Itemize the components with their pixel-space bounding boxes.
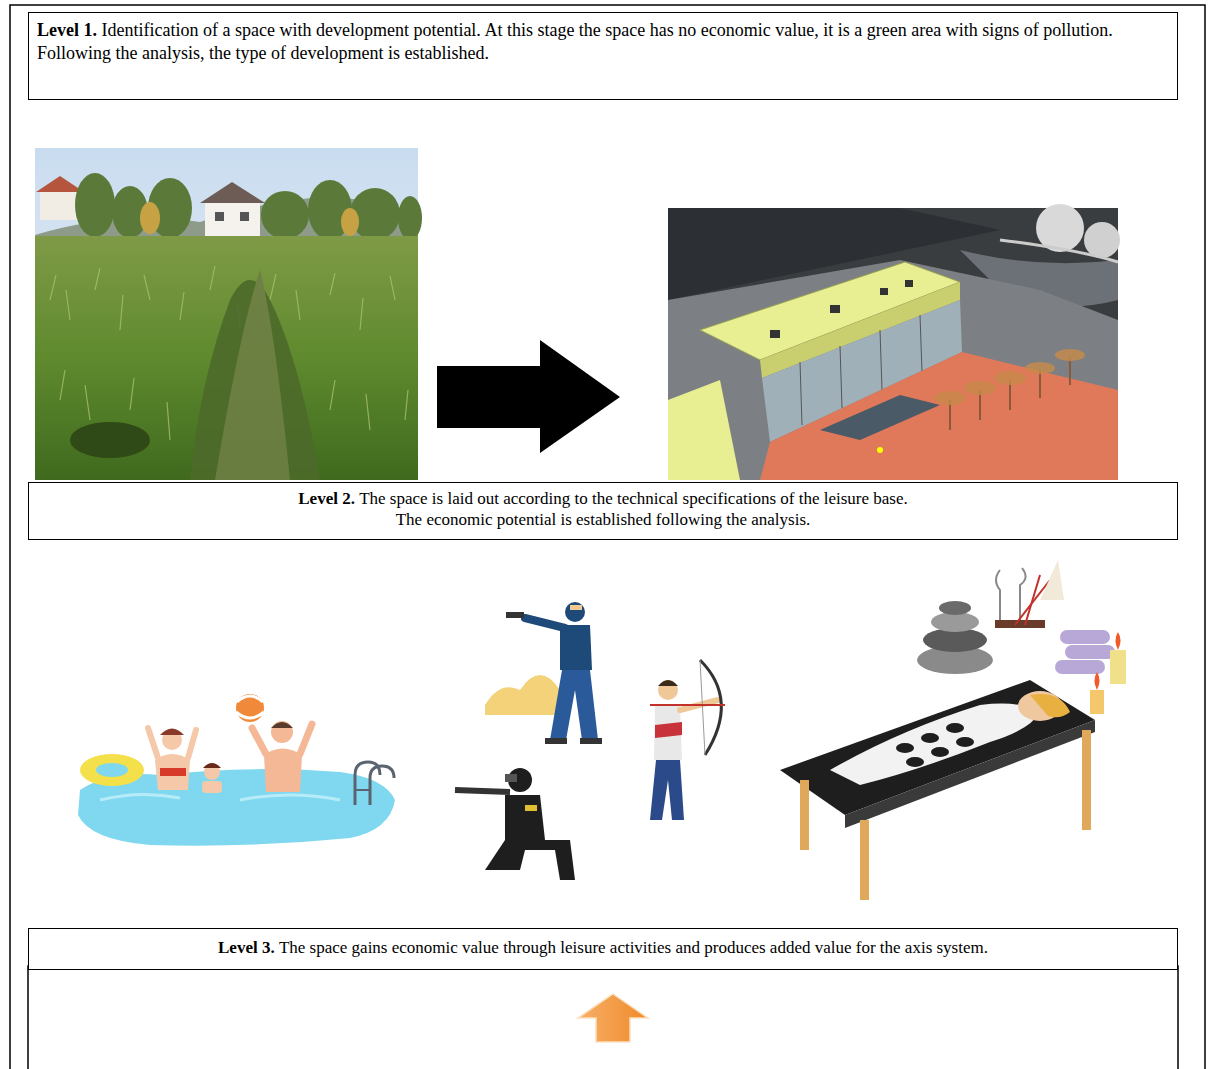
building-rendering [668, 204, 1120, 480]
level-heading: Level 2. [298, 489, 355, 508]
level-text: Identification of a space with developme… [102, 20, 1113, 40]
level-heading: Level 1. [37, 20, 97, 40]
field-photo [35, 148, 422, 480]
level-text: The economic potential is established fo… [396, 510, 811, 529]
level-box: Level 1.Identification of a space with d… [28, 12, 1178, 100]
up-arrow [578, 994, 648, 1042]
text-line: The economic potential is established fo… [37, 509, 1169, 530]
spa-icon [780, 560, 1126, 900]
text-line: Level 1.Identification of a space with d… [37, 19, 1169, 42]
level-text: The space is laid out according to the t… [359, 489, 908, 508]
transition-arrow [437, 340, 620, 453]
stones [917, 601, 993, 674]
level-heading: Level 3. [218, 938, 275, 957]
level-box: Level 3.The space gains economic value t… [28, 928, 1178, 970]
outer-frame [10, 5, 1205, 1069]
level-text: The space gains economic value through l… [279, 938, 988, 957]
level-box: Level 2.The space is laid out according … [28, 482, 1178, 540]
text-line: Level 2.The space is laid out according … [37, 488, 1169, 509]
level-text: Following the analysis, the type of deve… [37, 43, 489, 63]
bottom-panel [28, 966, 1178, 1069]
pool-icon [78, 694, 395, 846]
shooting-icon [455, 602, 725, 880]
text-line: Level 3.The space gains economic value t… [37, 937, 1169, 958]
text-line: Following the analysis, the type of deve… [37, 42, 1169, 65]
